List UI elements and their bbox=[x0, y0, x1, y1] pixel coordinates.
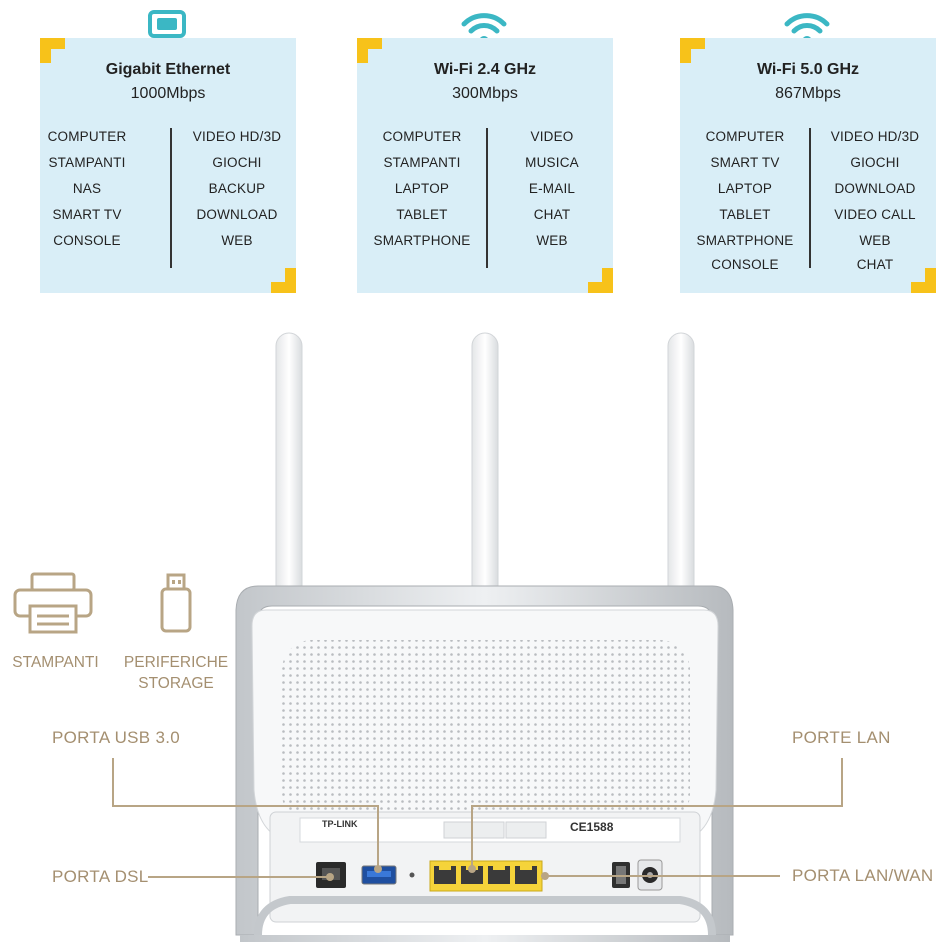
antenna-center bbox=[471, 332, 499, 604]
list-item: BACKUP bbox=[208, 181, 266, 196]
panel-gigabit-ethernet: Gigabit Ethernet 1000Mbps COMPUTER STAMP… bbox=[40, 38, 296, 293]
list-item: DOWNLOAD bbox=[196, 207, 278, 222]
panel-usage-list: VIDEO MUSICA E-MAIL CHAT WEB bbox=[493, 124, 611, 254]
list-item: TABLET bbox=[396, 207, 448, 222]
panel-title: Gigabit Ethernet 1000Mbps bbox=[105, 61, 231, 102]
corner-accent-icon bbox=[680, 38, 705, 63]
usb-storage-icon bbox=[159, 573, 193, 633]
list-item: VIDEO CALL bbox=[834, 207, 916, 222]
panel-wifi-24: Wi-Fi 2.4 GHz 300Mbps COMPUTER STAMPANTI… bbox=[357, 38, 613, 293]
panel-device-list: COMPUTER SMART TV LAPTOP TABLET SMARTPHO… bbox=[686, 124, 804, 276]
list-item: NAS bbox=[72, 181, 102, 196]
list-item: LAPTOP bbox=[717, 181, 773, 196]
list-item: WEB bbox=[536, 233, 568, 248]
reset-button-icon bbox=[409, 872, 415, 878]
list-item: SMARTPHONE bbox=[696, 233, 794, 248]
panel-device-list: COMPUTER STAMPANTI NAS SMART TV CONSOLE bbox=[28, 124, 146, 254]
list-item: DOWNLOAD bbox=[834, 181, 916, 196]
list-item: MUSICA bbox=[525, 155, 579, 170]
list-item: WEB bbox=[859, 233, 891, 248]
lan-wan-port-label: PORTA LAN/WAN bbox=[792, 866, 934, 885]
list-item: CHAT bbox=[533, 207, 571, 222]
list-item: CHAT bbox=[856, 257, 894, 272]
list-item: GIOCHI bbox=[212, 155, 262, 170]
panel-usage-list: VIDEO HD/3D GIOCHI DOWNLOAD VIDEO CALL W… bbox=[816, 124, 934, 276]
panel-title: Wi-Fi 2.4 GHz 300Mbps bbox=[433, 61, 537, 102]
list-item: COMPUTER bbox=[47, 129, 127, 144]
antenna-right bbox=[667, 332, 695, 604]
panel-title: Wi-Fi 5.0 GHz 867Mbps bbox=[756, 61, 860, 102]
corner-accent-icon bbox=[40, 38, 65, 63]
list-item: SMARTPHONE bbox=[373, 233, 471, 248]
ce-mark: CE1588 bbox=[570, 820, 614, 834]
list-item: STAMPANTI bbox=[48, 155, 126, 170]
list-item: TABLET bbox=[719, 207, 771, 222]
corner-accent-icon bbox=[271, 268, 296, 293]
corner-accent-icon bbox=[588, 268, 613, 293]
list-item: VIDEO bbox=[530, 129, 574, 144]
panel-usage-list: VIDEO HD/3D GIOCHI BACKUP DOWNLOAD WEB bbox=[178, 124, 296, 254]
list-item: COMPUTER bbox=[382, 129, 462, 144]
antenna-left bbox=[275, 332, 303, 604]
list-item: SMART TV bbox=[52, 207, 122, 222]
divider bbox=[170, 128, 172, 268]
list-item: VIDEO HD/3D bbox=[830, 129, 920, 144]
printer-icon bbox=[12, 572, 94, 634]
panel-device-list: COMPUTER STAMPANTI LAPTOP TABLET SMARTPH… bbox=[363, 124, 481, 254]
list-item: WEB bbox=[221, 233, 253, 248]
storage-label: PERIFERICHE STORAGE bbox=[123, 654, 229, 692]
callout-lines bbox=[112, 758, 843, 881]
lan-ports-icon bbox=[429, 860, 543, 892]
divider bbox=[809, 128, 811, 268]
list-item: SMART TV bbox=[710, 155, 780, 170]
list-item: VIDEO HD/3D bbox=[192, 129, 282, 144]
panel-wifi-50: Wi-Fi 5.0 GHz 867Mbps COMPUTER SMART TV … bbox=[680, 38, 936, 293]
list-item: LAPTOP bbox=[394, 181, 450, 196]
usb-port-icon bbox=[361, 865, 397, 885]
list-item: CONSOLE bbox=[53, 233, 121, 248]
lan-ports-label: PORTE LAN bbox=[792, 728, 891, 747]
corner-accent-icon bbox=[911, 268, 936, 293]
list-item: GIOCHI bbox=[850, 155, 900, 170]
brand-logo: TP-LINK bbox=[322, 819, 358, 829]
dsl-port-label: PORTA DSL bbox=[52, 867, 149, 886]
corner-accent-icon bbox=[357, 38, 382, 63]
list-item: STAMPANTI bbox=[383, 155, 461, 170]
list-item: COMPUTER bbox=[705, 129, 785, 144]
list-item: E-MAIL bbox=[528, 181, 576, 196]
usb-port-label: PORTA USB 3.0 bbox=[52, 728, 180, 747]
printer-label: STAMPANTI bbox=[12, 654, 99, 671]
list-item: CONSOLE bbox=[711, 257, 779, 272]
divider bbox=[486, 128, 488, 268]
